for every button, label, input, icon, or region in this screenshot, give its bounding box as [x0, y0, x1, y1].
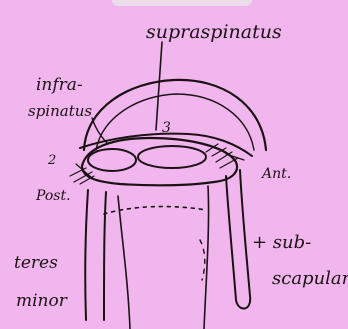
label-infraspinatus-line2: spinatus — [28, 102, 92, 120]
label-subscapularis-line1: + sub- — [252, 232, 311, 253]
teres-minor-tendon — [85, 190, 106, 320]
label-number-3: 3 — [162, 120, 171, 136]
cuff-ring — [82, 138, 237, 185]
subscapularis-tendon — [226, 170, 250, 309]
label-infraspinatus-line1: infra- — [36, 75, 83, 95]
posterior-tendon-window — [88, 149, 136, 171]
label-subscapularis-line2: scapular — [272, 268, 348, 289]
label-posterior: Post. — [35, 188, 71, 204]
label-supraspinatus: supraspinatus — [146, 21, 282, 43]
supraspinatus-leader-line — [156, 42, 162, 130]
label-number-2: 2 — [47, 153, 56, 168]
middle-tendon-window — [138, 146, 206, 168]
label-teres-minor-line1: teres — [14, 253, 58, 273]
label-teres-minor-line2: minor — [16, 291, 68, 311]
humerus-shaft — [118, 186, 209, 329]
label-anterior: Ant. — [260, 166, 291, 182]
tuberosity-dotted — [200, 240, 205, 280]
